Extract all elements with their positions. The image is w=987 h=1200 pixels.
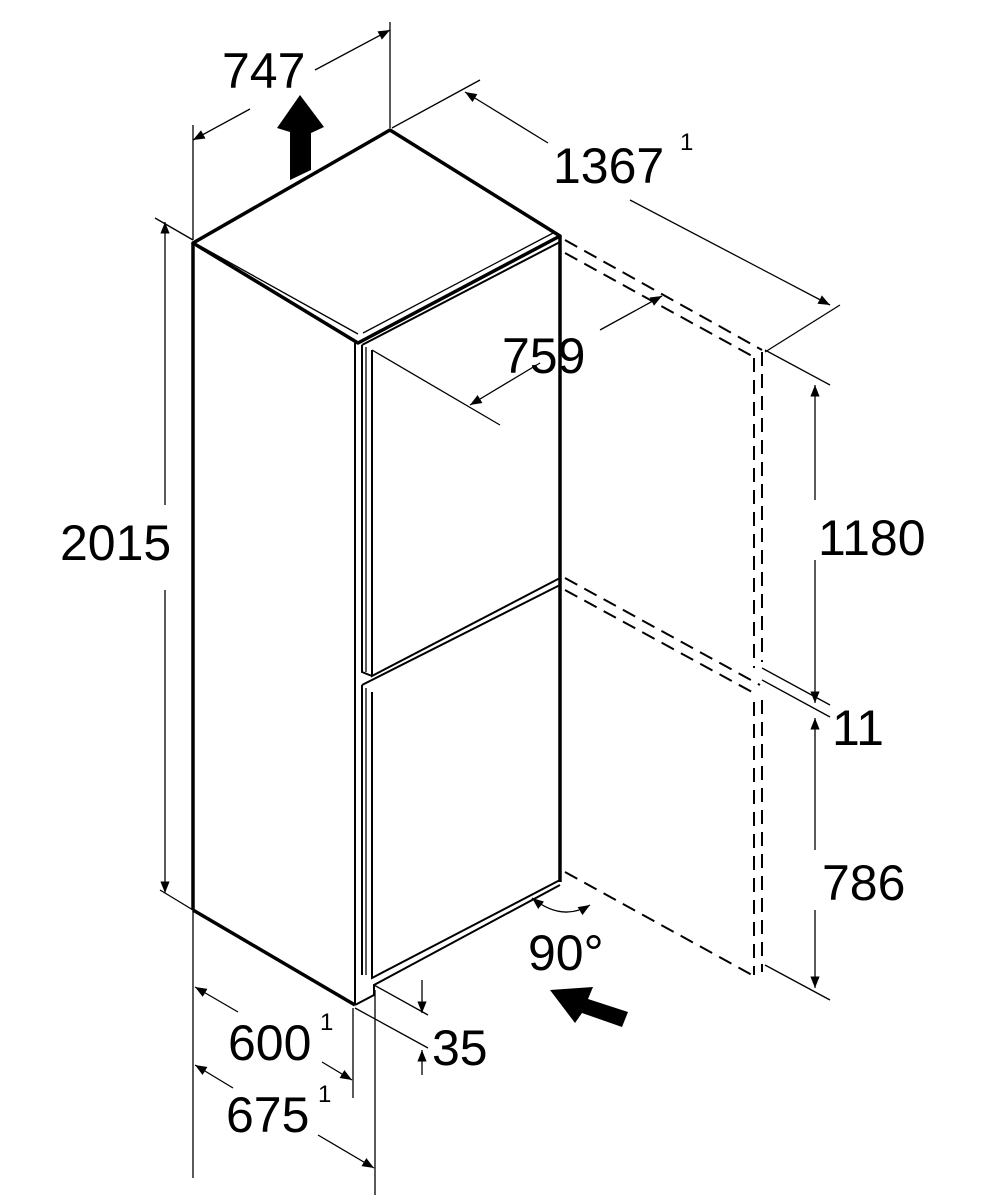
- dimension-759: 759: [371, 295, 663, 426]
- label-35: 35: [432, 1020, 488, 1076]
- label-786: 786: [822, 855, 905, 911]
- dimension-width-depth: 600 1 675 1: [192, 910, 376, 1195]
- footnote-675: 1: [318, 1081, 331, 1108]
- label-600: 600: [228, 1015, 311, 1071]
- dimension-1367: 1367 1: [391, 79, 841, 353]
- open-door-outline: [564, 239, 763, 976]
- opening-angle: 90°: [528, 897, 604, 981]
- label-11: 11: [832, 700, 884, 756]
- ventilation-up-arrow-icon: [277, 95, 324, 180]
- label-759: 759: [502, 328, 585, 384]
- label-675: 675: [226, 1087, 309, 1143]
- dimension-door-heights: 1180 11 786: [761, 349, 926, 1001]
- upper-door: [361, 241, 561, 678]
- label-1180: 1180: [818, 510, 926, 566]
- footnote-1367: 1: [680, 129, 693, 156]
- fridge-body: [191, 128, 562, 1007]
- footnote-600: 1: [320, 1009, 333, 1036]
- label-1367: 1367: [553, 138, 664, 194]
- label-90-degrees: 90°: [528, 925, 604, 981]
- dimension-35: 35: [354, 980, 488, 1076]
- lower-door: [354, 584, 561, 1006]
- dimension-2015: 2015: [60, 217, 194, 911]
- label-747: 747: [222, 43, 305, 99]
- opening-angle-arc-icon: [531, 897, 591, 916]
- dimension-747: 747: [192, 22, 391, 240]
- label-2015: 2015: [60, 515, 171, 571]
- air-intake-arrow-icon: [550, 987, 628, 1027]
